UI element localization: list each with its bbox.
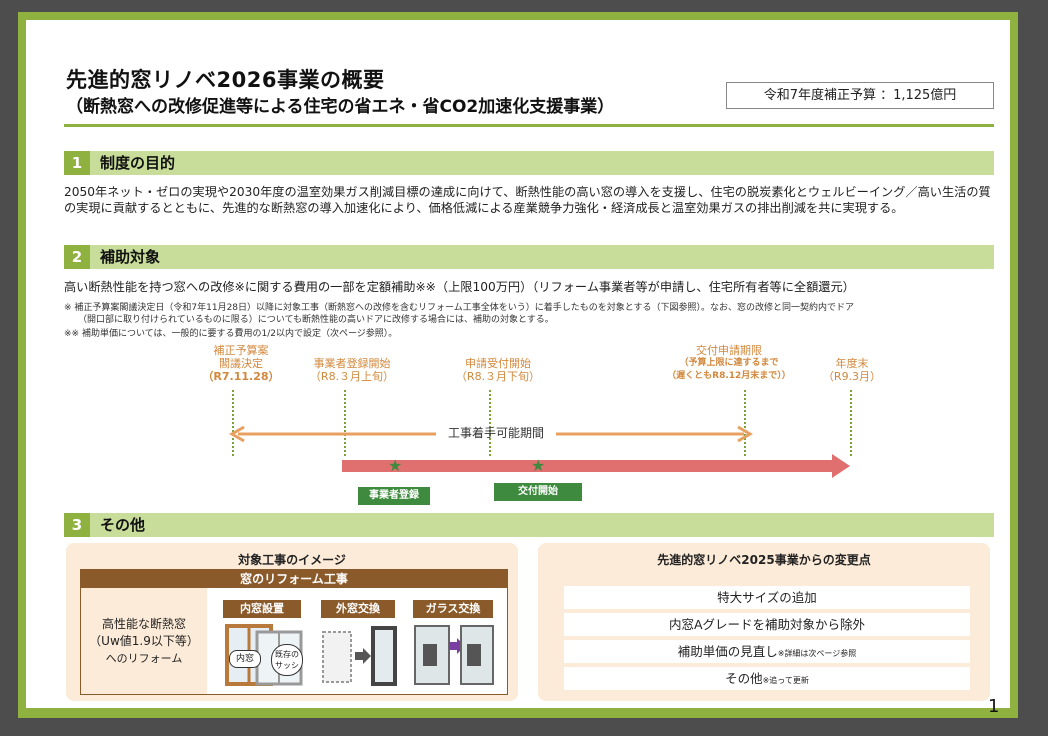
milestone-line: （R8.３月上旬） bbox=[309, 370, 395, 383]
section-2-bar: 2 補助対象 bbox=[64, 245, 994, 269]
existing-sash-label: 既存の サッシ bbox=[271, 644, 303, 676]
note-1b: （開口部に取り付けられているものに限る）についても断熱性能の高いドアに改修する場… bbox=[78, 315, 554, 325]
tag-registration: 事業者登録 bbox=[358, 487, 430, 505]
change-text: 特大サイズの追加 bbox=[717, 590, 817, 605]
section-1-bar: 1 制度の目的 bbox=[64, 151, 994, 175]
work-image-title: 対象工事のイメージ bbox=[238, 553, 346, 567]
milestone-line: 補正予算案 bbox=[213, 344, 269, 357]
section-3-bar: 3 その他 bbox=[64, 513, 994, 537]
existing-sash-line: 既存の bbox=[275, 650, 299, 659]
section-title: その他 bbox=[100, 516, 146, 534]
section-number: 2 bbox=[64, 245, 90, 269]
work-image-header: 窓のリフォーム工事 bbox=[81, 570, 507, 588]
milestone-line: （予算上限に達するまで bbox=[679, 358, 779, 368]
period-label: 工事着手可能期間 bbox=[447, 426, 544, 440]
star-icon: ★ bbox=[388, 456, 403, 475]
milestone-line: 年度末 bbox=[835, 357, 869, 370]
section-number: 3 bbox=[64, 513, 90, 537]
section-title: 制度の目的 bbox=[100, 154, 176, 172]
method-outer-window: 外窓交換 bbox=[321, 600, 395, 618]
milestone-line-4 bbox=[744, 390, 746, 456]
changes-title: 先進的窓リノベ2025事業からの変更点 bbox=[657, 553, 871, 567]
page-title: 先進的窓リノベ2026事業の概要 bbox=[66, 68, 385, 92]
change-text: その他 bbox=[725, 671, 763, 686]
change-note: ※追って更新 bbox=[762, 676, 809, 685]
milestone-application: 申請受付開始 （R8.３月下旬） bbox=[438, 357, 558, 383]
change-item: 内窓Aグレードを補助対象から除外 bbox=[564, 613, 970, 636]
page-subtitle: （断熱窓への改修促進等による住宅の省エネ・省CO2加速化支援事業） bbox=[66, 97, 615, 117]
change-note: ※詳細は次ページ参照 bbox=[777, 649, 857, 658]
milestone-line-3 bbox=[489, 390, 491, 456]
work-image-panel: 対象工事のイメージ 窓のリフォーム工事 高性能な断熱窓 （Uw値1.9以下等） … bbox=[66, 543, 518, 701]
change-text: 補助単価の見直し bbox=[677, 644, 778, 659]
note-1a: ※ 補正予算案閣議決定日（令和7年11月28日）以降に対象工事（断熱窓への改修を… bbox=[64, 303, 854, 313]
changes-panel: 先進的窓リノベ2025事業からの変更点 特大サイズの追加 内窓Aグレードを補助対… bbox=[538, 543, 990, 701]
change-item: その他※追って更新 bbox=[564, 667, 970, 690]
milestone-line: 閣議決定 bbox=[219, 357, 263, 370]
change-text: 内窓Aグレードを補助対象から除外 bbox=[668, 617, 866, 632]
milestone-line-5 bbox=[850, 390, 852, 456]
method-inner-window: 内窓設置 bbox=[223, 600, 301, 618]
milestone-line: 交付申請期限 bbox=[696, 344, 762, 357]
milestone-line: 申請受付開始 bbox=[465, 357, 531, 370]
milestone-line: （遅くともR8.12月末まで）） bbox=[667, 371, 791, 381]
budget-box: 令和7年度補正予算 ：1,125億円 bbox=[726, 82, 994, 109]
milestone-line: （R7.11.28） bbox=[202, 370, 280, 383]
milestone-registration: 事業者登録開始 （R8.３月上旬） bbox=[292, 357, 412, 383]
subsidy-lead: 高い断熱性能を持つ窓への改修※に関する費用の一部を定額補助※※（上限100万円）… bbox=[64, 280, 855, 294]
purpose-text: 2050年ネット・ゼロの実現や2030年度の温室効果ガス削減目標の達成に向けて、… bbox=[64, 185, 991, 215]
period-arrow bbox=[229, 425, 753, 443]
work-image-box: 窓のリフォーム工事 高性能な断熱窓 （Uw値1.9以下等） へのリフォーム 内窓… bbox=[80, 569, 508, 695]
page-frame: 先進的窓リノベ2026事業の概要 （断熱窓への改修促進等による住宅の省エネ・省C… bbox=[18, 12, 1018, 718]
change-item: 補助単価の見直し※詳細は次ページ参照 bbox=[564, 640, 970, 663]
section-number: 1 bbox=[64, 151, 90, 175]
desc-line: （Uw値1.9以下等） bbox=[89, 634, 199, 648]
inner-window-label: 内窓 bbox=[229, 650, 261, 668]
program-bar-arrow bbox=[342, 454, 850, 478]
glass-illustration bbox=[414, 625, 494, 685]
reform-description: 高性能な断熱窓 （Uw値1.9以下等） へのリフォーム bbox=[81, 588, 207, 694]
change-item: 特大サイズの追加 bbox=[564, 586, 970, 609]
desc-line: へのリフォーム bbox=[105, 652, 183, 665]
milestone-fiscal-end: 年度末 （R9.3月） bbox=[812, 357, 892, 383]
existing-sash-line: サッシ bbox=[275, 661, 299, 670]
outer-window-illustration bbox=[322, 626, 397, 686]
milestone-line: （R8.３月下旬） bbox=[455, 370, 541, 383]
tag-grant-start: 交付開始 bbox=[494, 483, 582, 501]
desc-line: 高性能な断熱窓 bbox=[101, 617, 186, 631]
milestone-line: 事業者登録開始 bbox=[313, 357, 391, 370]
header-rule bbox=[64, 124, 994, 127]
section-title: 補助対象 bbox=[100, 248, 161, 266]
milestone-budget: 補正予算案 閣議決定 （R7.11.28） bbox=[186, 344, 296, 383]
milestone-deadline: 交付申請期限 （予算上限に達するまで （遅くともR8.12月末まで）） bbox=[654, 344, 804, 383]
milestone-line: （R9.3月） bbox=[822, 370, 882, 383]
milestone-line-2 bbox=[344, 390, 346, 456]
document-page: 先進的窓リノベ2026事業の概要 （断熱窓への改修促進等による住宅の省エネ・省C… bbox=[26, 20, 1010, 717]
note-2: ※※ 補助単価については、一般的に要する費用の1/2以内で設定（次ページ参照）。 bbox=[64, 329, 398, 339]
star-icon: ★ bbox=[531, 456, 546, 475]
milestone-line-1 bbox=[232, 390, 234, 456]
page-number: 1 bbox=[988, 696, 1000, 717]
method-glass: ガラス交換 bbox=[413, 600, 493, 618]
